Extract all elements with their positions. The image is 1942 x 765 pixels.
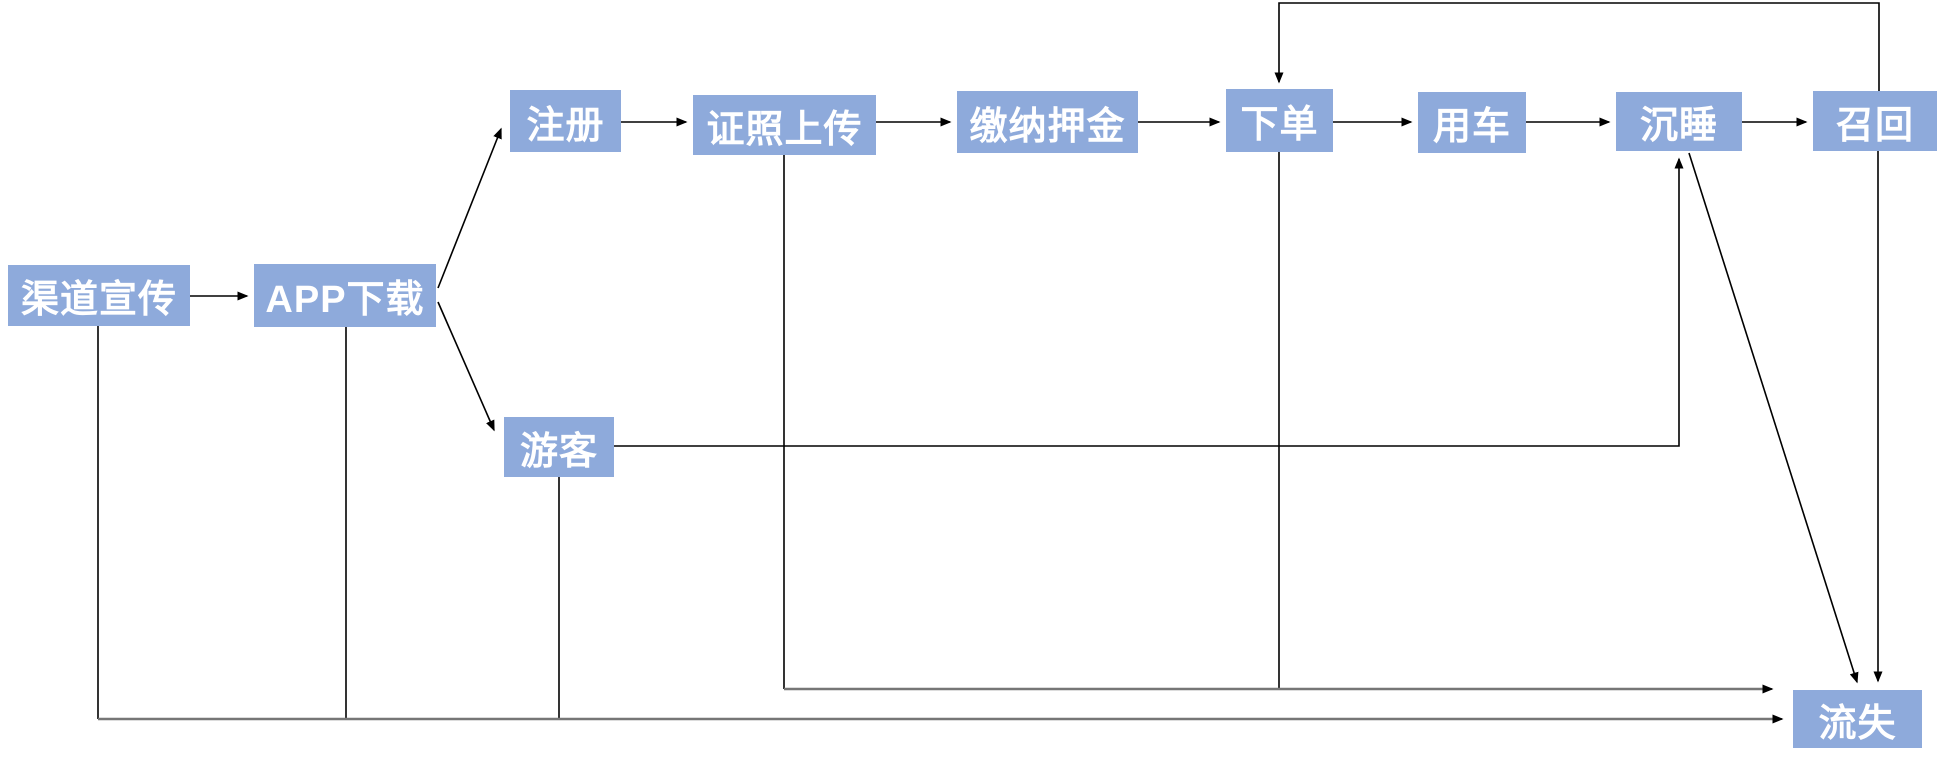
node-place-order-label: 下单 xyxy=(1240,104,1319,146)
node-visitor: 游客 xyxy=(504,417,614,477)
node-license-upload-label: 证照上传 xyxy=(706,108,863,151)
node-place-order: 下单 xyxy=(1226,89,1333,152)
edge-dormant-to-churn xyxy=(1688,152,1859,684)
node-use-vehicle: 用车 xyxy=(1418,92,1526,153)
edge-app-download-to-register xyxy=(437,127,502,289)
node-channel-promo: 渠道宣传 xyxy=(8,265,190,326)
node-register: 注册 xyxy=(510,90,621,152)
node-register-label: 注册 xyxy=(526,104,605,147)
node-churn-label: 流失 xyxy=(1818,702,1897,745)
node-dormant: 沉睡 xyxy=(1616,92,1742,151)
node-visitor-label: 游客 xyxy=(519,430,598,473)
edge-visitor-to-dormant xyxy=(614,157,1684,447)
node-dormant-label: 沉睡 xyxy=(1639,105,1718,147)
node-app-download-label: APP下载 xyxy=(265,279,425,321)
node-app-download: APP下载 xyxy=(254,264,436,327)
node-recall: 召回 xyxy=(1813,91,1937,151)
node-pay-deposit-label: 缴纳押金 xyxy=(969,105,1126,148)
node-recall-label: 召回 xyxy=(1835,104,1914,147)
node-pay-deposit: 缴纳押金 xyxy=(957,91,1138,153)
edge-app-download-to-visitor xyxy=(437,301,495,432)
edge-recall-to-place-order xyxy=(1274,2,1880,91)
node-churn: 流失 xyxy=(1793,690,1922,748)
node-channel-promo-label: 渠道宣传 xyxy=(20,279,177,321)
node-license-upload: 证照上传 xyxy=(693,95,876,155)
node-use-vehicle-label: 用车 xyxy=(1432,106,1511,148)
